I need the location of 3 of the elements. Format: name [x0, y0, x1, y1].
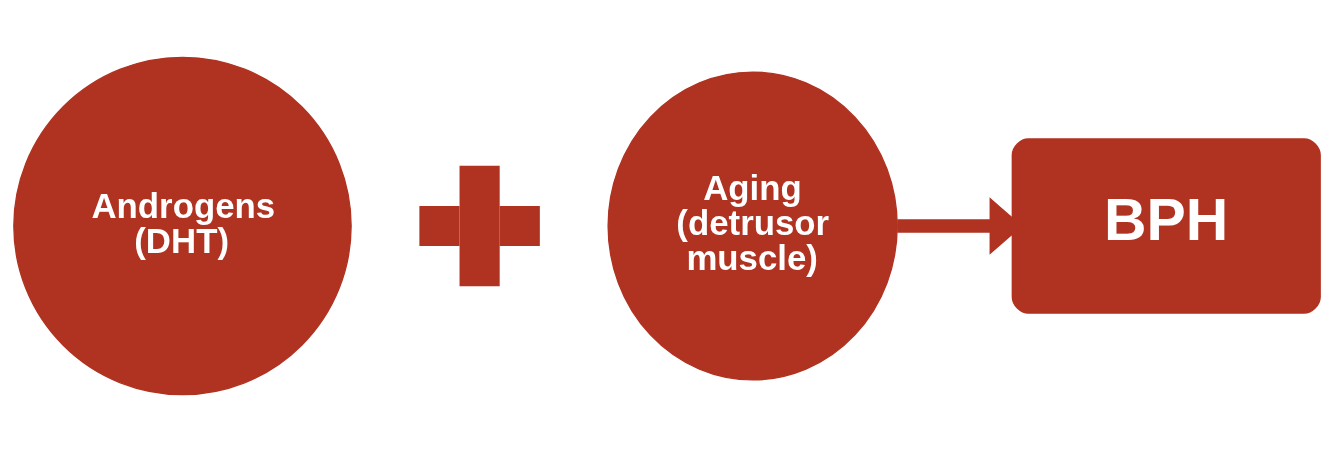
node-circle: Aging (detrusor muscle) — [607, 71, 898, 381]
node-circle: Androgens (DHT) — [13, 56, 352, 396]
node-box: BPH — [1011, 138, 1321, 314]
